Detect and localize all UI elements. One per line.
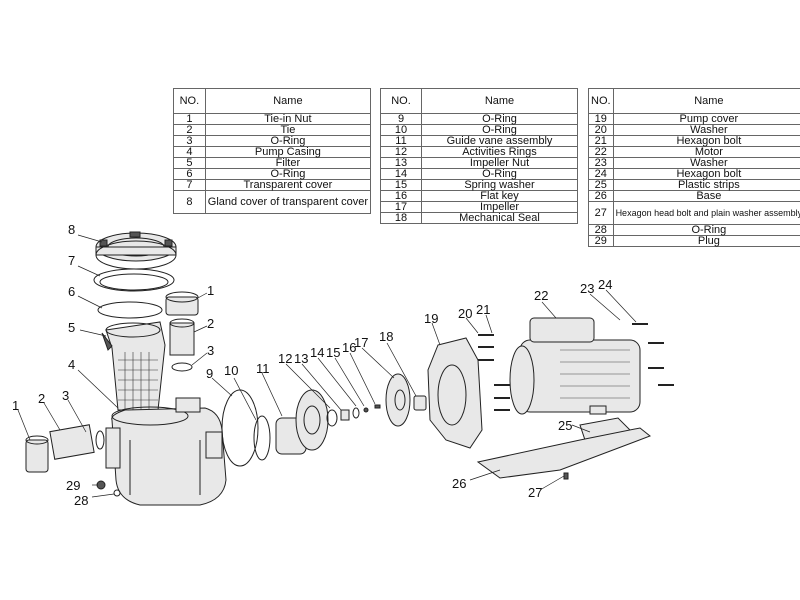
- base-bolt-27-part: [563, 472, 569, 480]
- bolts-21-part: [478, 334, 510, 411]
- callout-8: 8: [68, 222, 75, 237]
- callout-1-upper: 1: [207, 283, 214, 298]
- guide-vane-part: [275, 389, 329, 455]
- spring-washer-part: [363, 407, 369, 413]
- o-ring-10-part: [253, 415, 271, 461]
- o-ring-9-part: [221, 389, 259, 467]
- plug-29-part: [96, 480, 106, 490]
- callout-9: 9: [206, 366, 213, 381]
- callout-18: 18: [379, 329, 393, 344]
- upper-union-parts: [165, 291, 199, 372]
- flat-key-part: [374, 404, 381, 409]
- callout-27: 27: [528, 485, 542, 500]
- mechanical-seal-part: [413, 395, 427, 411]
- callout-21: 21: [476, 302, 490, 317]
- callout-13: 13: [294, 351, 308, 366]
- callout-1-lower: 1: [12, 398, 19, 413]
- callout-5: 5: [68, 320, 75, 335]
- callout-12: 12: [278, 351, 292, 366]
- callout-23: 23: [580, 281, 594, 296]
- callout-28: 28: [74, 493, 88, 508]
- impeller-nut-part: [340, 409, 350, 421]
- base-part: [476, 427, 651, 479]
- callout-4: 4: [68, 357, 75, 372]
- callout-11: 11: [256, 361, 270, 376]
- callout-15: 15: [326, 345, 340, 360]
- callout-26: 26: [452, 476, 466, 491]
- callout-17: 17: [354, 335, 368, 350]
- filter-basket-part: [101, 321, 166, 411]
- leader-lines: [17, 234, 637, 498]
- callout-22: 22: [534, 288, 548, 303]
- callout-16: 16: [342, 340, 356, 355]
- gland-cover-part: [95, 231, 177, 270]
- callout-29: 29: [66, 478, 80, 493]
- callout-2-upper: 2: [207, 316, 214, 331]
- header-name: Name: [612, 88, 800, 114]
- o-ring-14-part: [352, 407, 360, 419]
- header-name: Name: [421, 88, 578, 114]
- o-ring-6-part: [97, 301, 163, 319]
- callout-3-upper: 3: [207, 343, 214, 358]
- pump-casing-part: [105, 397, 227, 506]
- callout-10: 10: [224, 363, 238, 378]
- callout-2-lower: 2: [38, 391, 45, 406]
- callout-7: 7: [68, 253, 75, 268]
- activities-ring-part: [326, 409, 338, 427]
- inlet-union-parts: [25, 424, 105, 473]
- callout-19: 19: [424, 311, 438, 326]
- header-no: NO.: [173, 88, 206, 114]
- pump-cover-part: [427, 337, 483, 449]
- motor-part: [509, 317, 641, 415]
- bolts-24-part: [632, 323, 674, 386]
- callout-14: 14: [310, 345, 324, 360]
- callout-3-lower: 3: [62, 388, 69, 403]
- transparent-cover-part: [93, 268, 175, 292]
- impeller-part: [385, 373, 411, 427]
- callout-6: 6: [68, 284, 75, 299]
- callout-25: 25: [558, 418, 572, 433]
- callout-24: 24: [598, 277, 612, 292]
- o-ring-28-part: [113, 489, 121, 497]
- callout-20: 20: [458, 306, 472, 321]
- plastic-strips-part: [589, 405, 607, 415]
